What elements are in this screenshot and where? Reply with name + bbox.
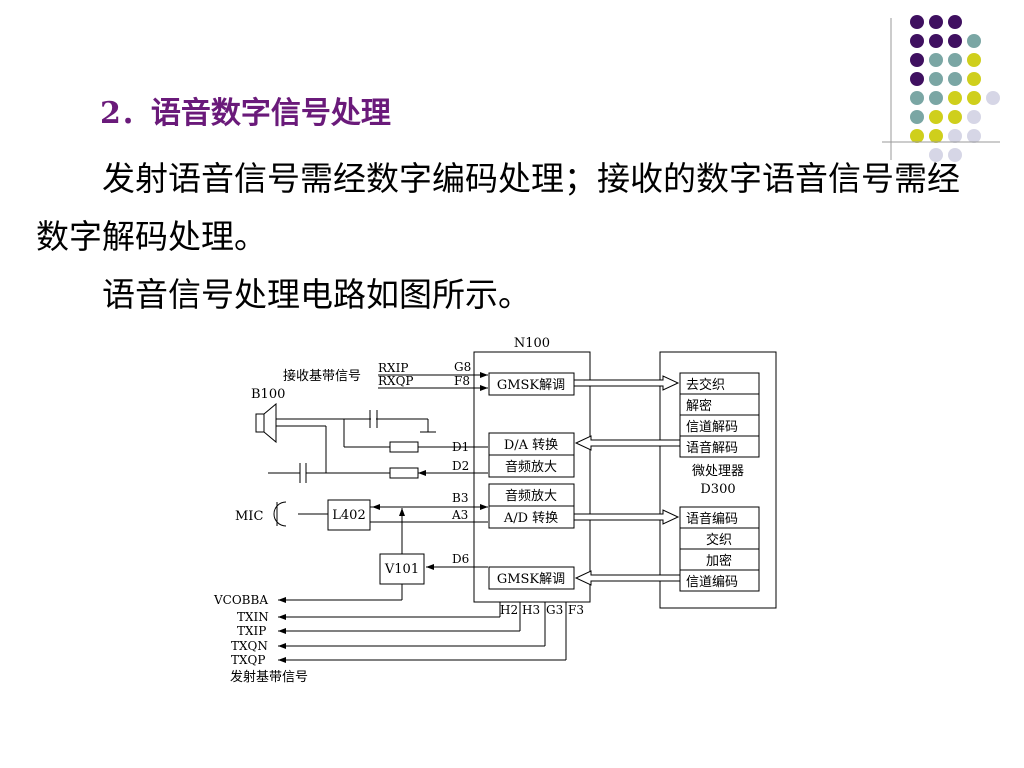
decor-dot [967,53,981,67]
decor-dot [967,91,981,105]
decor-dot [948,148,962,162]
pin-g8: G8 [454,360,471,374]
speaker-icon [255,413,265,433]
decor-dot [986,91,1000,105]
pin-a3: A3 [451,508,468,522]
decor-dot [967,110,981,124]
d300-rx-2: 信道解码 [686,420,738,435]
bus-arrow-tx-to-mod [574,570,681,586]
resistor-1 [389,441,419,453]
processor-title: 微处理器 [692,464,744,479]
pin-d2: D2 [452,459,469,473]
decor-dot [948,15,962,29]
processor-d300-box [659,351,777,609]
block-gmsk-mod-label: GMSK解调 [497,572,565,587]
resistor-2 [389,467,419,479]
slide-paragraph-1: 发射语音信号需经数字编码处理；接收的数字语音信号需经数字解码处理。 [36,159,960,256]
d300-rx-3: 语音解码 [686,440,738,456]
decor-dot [948,91,962,105]
speaker-label: B100 [251,387,285,402]
pin-b3: B3 [452,491,468,505]
processor-id: D300 [700,482,735,497]
rxip-label: RXIP [378,361,408,375]
decor-dot [910,91,924,105]
decor-dot [967,34,981,48]
block-amp-out [488,454,575,478]
mic-label: MIC [235,509,263,524]
tx-baseband-label: 发射基带信号 [230,669,308,685]
d300-rx-1: 解密 [686,398,712,414]
d300-tx-2: 加密 [706,553,732,569]
decor-dot [910,129,924,143]
decor-dot [967,72,981,86]
pin-f8: F8 [454,374,470,388]
decor-dot [948,110,962,124]
pin-d1: D1 [452,440,469,454]
rxqp-label: RXQP [378,374,414,388]
mic-icon [273,501,287,527]
chip-n100-label: N100 [514,336,550,351]
decor-dot [948,129,962,143]
block-amp-in-label: 音频放大 [505,488,557,504]
tx-signal-3: TXQP [231,653,265,667]
decor-dot [910,72,924,86]
pin-h2: H2 [500,603,518,617]
decor-dot [929,148,943,162]
decor-dot [929,15,943,29]
slide-paragraph-2: 语音信号处理电路如图所示。 [102,275,531,314]
decor-dot [948,53,962,67]
decor-dot [910,53,924,67]
decor-dot [929,72,943,86]
decor-dot [910,15,924,29]
decor-dot [929,129,943,143]
block-ad-label: A/D 转换 [503,511,558,526]
chip-n100-box [473,351,591,603]
d300-rx-0: 去交织 [686,377,725,393]
pin-f3: F3 [568,603,584,617]
pin-g3: G3 [546,603,563,617]
decor-dot [948,34,962,48]
block-da-label: D/A 转换 [504,438,558,453]
d300-tx-0: 语音编码 [686,511,738,527]
decor-dot [948,72,962,86]
d300-tx-3: 信道编码 [686,575,738,590]
slide-heading: 2．语音数字信号处理 [100,96,391,131]
d300-tx-1: 交织 [706,532,732,548]
decor-dot [929,53,943,67]
pin-d6: D6 [452,552,469,566]
decor-dot [929,34,943,48]
tx-signal-1: TXIP [237,624,266,638]
vcobba-label: VCOBBA [213,593,268,607]
l402-box [327,499,371,531]
decor-dot [910,110,924,124]
tx-signal-2: TXQN [231,639,268,653]
pin-h3: H3 [522,603,540,617]
rx-baseband-label: 接收基带信号 [283,368,361,384]
decor-dot [929,91,943,105]
tx-signal-0: TXIN [237,610,269,624]
block-gmsk-demod-label: GMSK解调 [497,378,565,393]
decor-dot [910,34,924,48]
decor-dot [967,129,981,143]
v101-label: V101 [384,562,419,577]
block-gmsk-mod [488,566,575,590]
l402-label: L402 [332,508,365,523]
bus-arrow-rx-to-da [574,435,681,451]
decor-dot [929,110,943,124]
block-amp-out-label: 音频放大 [505,459,557,475]
bus-arrow-demod-to-rx [573,375,680,391]
bus-arrow-ad-to-tx [573,509,680,525]
